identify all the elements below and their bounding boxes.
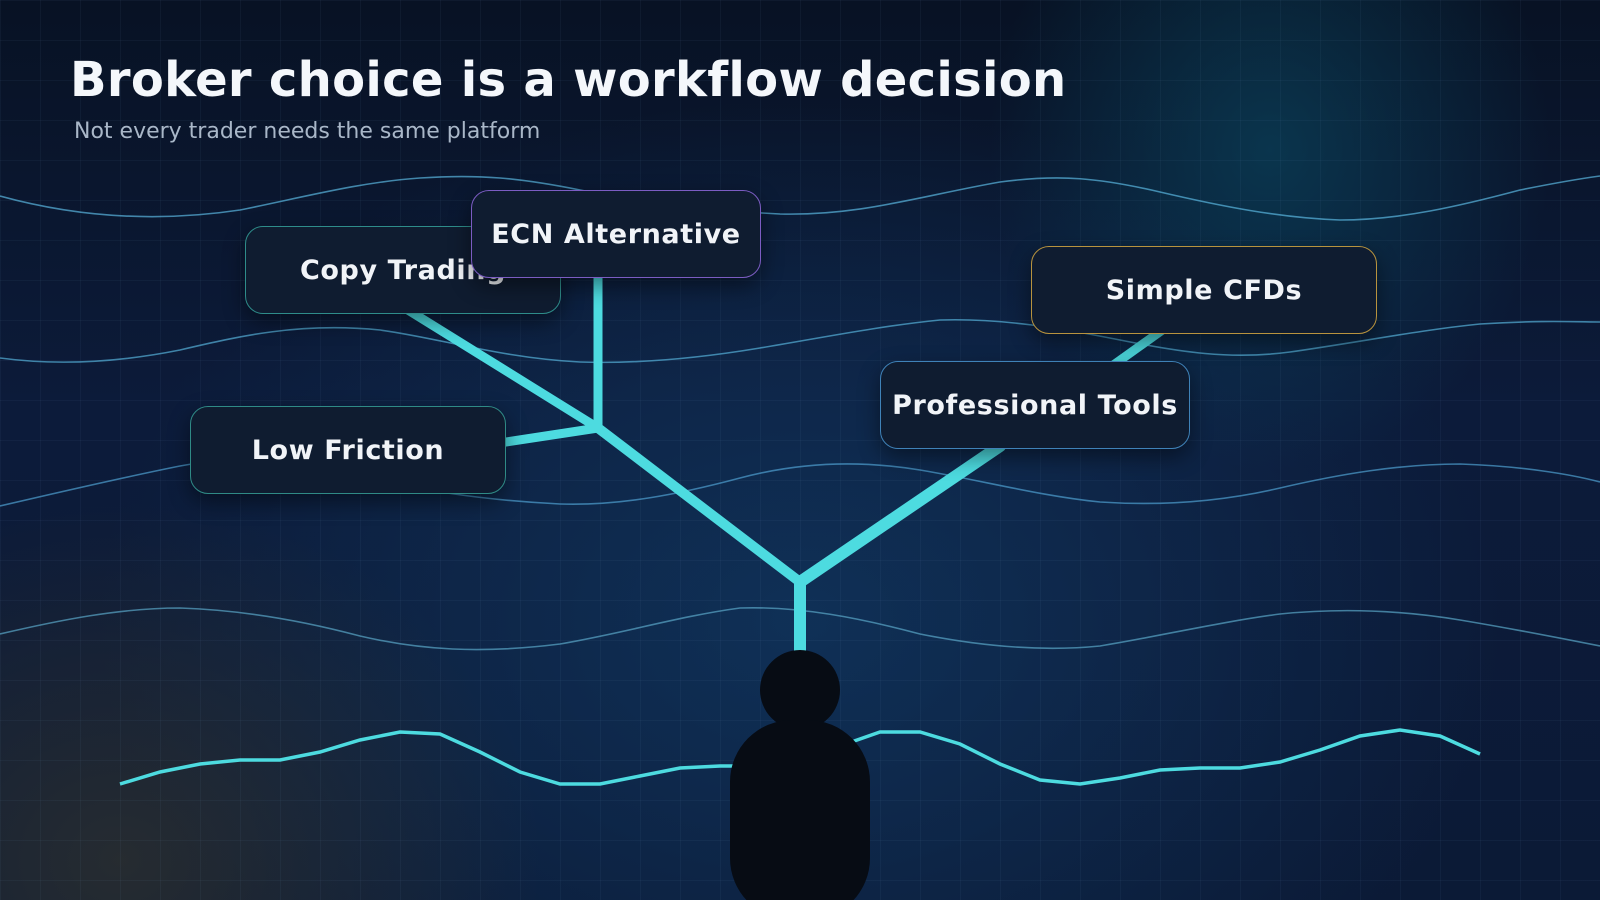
person-body [730,720,870,900]
node-label: Simple CFDs [1105,274,1303,306]
branch-to-copy [403,305,603,433]
branch-right [794,440,1006,588]
node-label: Professional Tools [892,389,1178,421]
market-line-2 [0,318,1600,364]
node-label: Low Friction [251,434,445,466]
node-label: ECN Alternative [491,218,741,250]
node-low-friction: Low Friction [190,406,506,494]
person-head [760,650,840,730]
node-simple-cfds: Simple CFDs [1031,246,1377,334]
node-professional-tools: Professional Tools [880,361,1190,449]
page-title: Broker choice is a workflow decision [70,52,1067,108]
person-silhouette-icon [730,650,870,900]
page-subtitle: Not every trader needs the same platform [74,119,541,144]
node-ecn-alternative: ECN Alternative [471,190,761,278]
market-line-4 [0,606,1600,651]
branch-left [593,423,805,587]
market-line-1 [0,175,1600,221]
